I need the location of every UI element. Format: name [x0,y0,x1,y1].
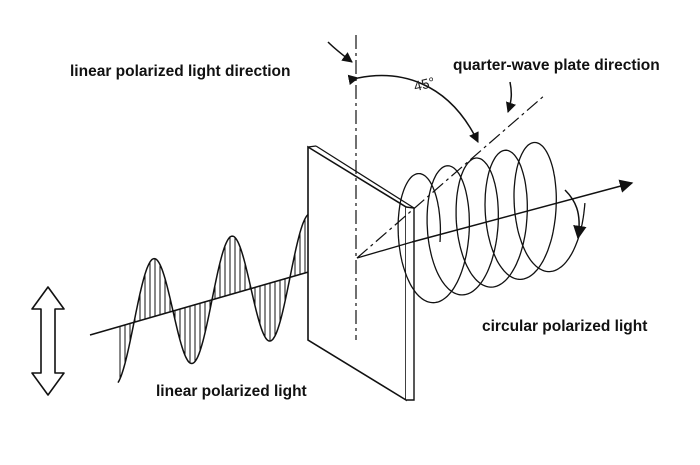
angle-arc [347,74,479,143]
linear-direction-pointer [327,41,353,63]
quarter-wave-plate [307,145,415,402]
quarter-wave-pointer [506,81,516,113]
linear-label: linear polarized light [156,383,307,400]
quarter-wave-label: quarter-wave plate direction [453,57,660,74]
output-axis [411,179,634,243]
angle-label: 45° [412,74,436,95]
circular-helix [397,141,586,304]
linear-direction-label: linear polarized light direction [70,63,290,80]
quarter-wave-direction-line [356,94,546,259]
circular-label: circular polarized light [482,318,647,335]
vertical-double-arrow-icon [31,286,65,396]
helix-path [397,141,586,304]
inner-axis [356,241,413,259]
rotation-arrow [564,189,587,240]
